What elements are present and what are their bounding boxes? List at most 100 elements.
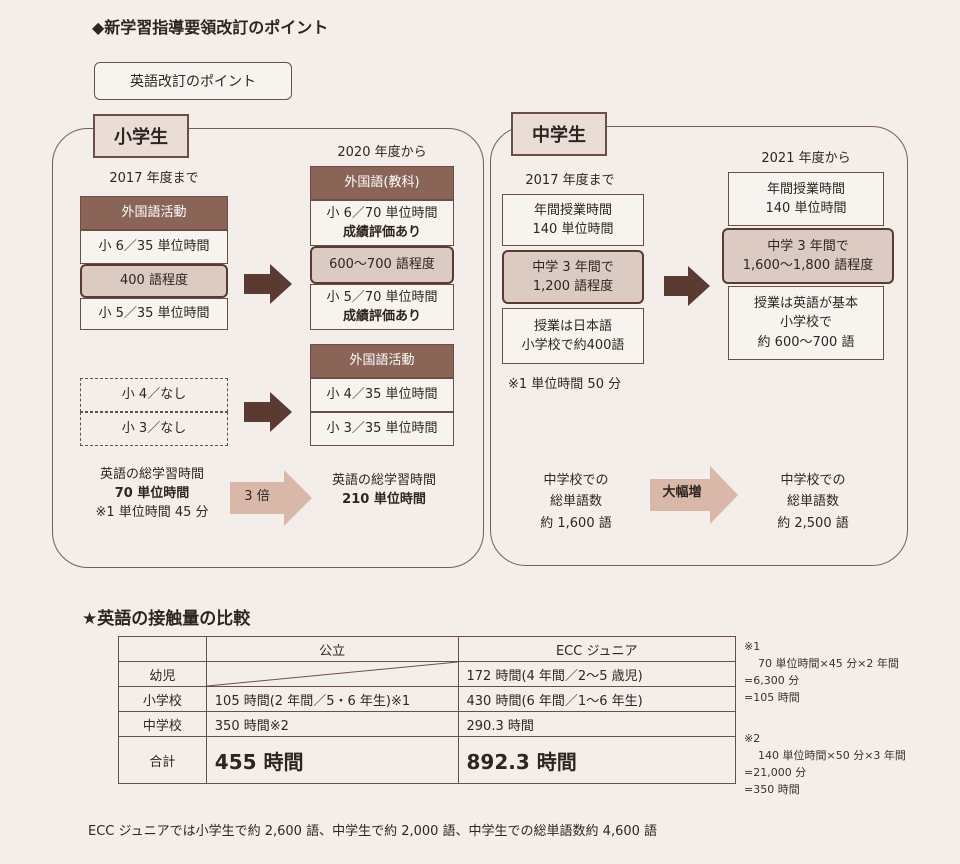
junior-left-words: 中学 3 年間で 1,200 語程度	[502, 250, 644, 304]
total-public-value: 455 時間	[214, 749, 304, 774]
elementary-total-after-hours: 210 単位時間	[342, 491, 426, 507]
junior-vocab-before-c: 約 1,600 語	[540, 515, 612, 531]
elementary-multiplier: 3 倍	[244, 489, 270, 504]
elementary-total-before-label: 英語の総学習時間	[99, 467, 204, 482]
elementary-right-grade6-hours: 小 6／70 単位時間	[326, 205, 438, 221]
junior-right-words-value: 1,600〜1,800 語程度	[742, 258, 874, 273]
note-2-hours: =350 時間	[744, 783, 800, 797]
elementary-right-grade6-eval: 成績評価あり	[342, 225, 421, 240]
elementary-right-grade6: 小 6／70 単位時間 成績評価あり	[310, 200, 454, 246]
junior-left-hours-label: 年間授業時間	[533, 202, 612, 218]
junior-right-language: 授業は英語が基本 小学校で 約 600〜700 語	[728, 286, 884, 360]
junior-vocab-after-c: 約 2,500 語	[777, 515, 849, 531]
cell-ecc: 430 時間(6 年間／1〜6 年生)	[457, 686, 737, 712]
cell-public-total: 455 時間	[205, 736, 459, 784]
arrow-right-icon	[664, 266, 710, 306]
table-header-blank	[118, 636, 207, 662]
note-1: ※1 70 単位時間×45 分×2 年間 =6,300 分 =105 時間	[744, 638, 954, 706]
table-row: 小学校 105 時間(2 年間／5・6 年生)※1 430 時間(6 年間／1〜…	[118, 686, 737, 712]
elementary-total-before-note: ※1 単位時間 45 分	[95, 504, 209, 520]
cell-public-empty	[205, 661, 459, 687]
elementary-tag: 小学生	[93, 114, 189, 158]
junior-right-hours: 年間授業時間 140 単位時間	[728, 172, 884, 226]
junior-left-hours-value: 140 単位時間	[532, 222, 614, 237]
elementary-left-words: 400 語程度	[80, 264, 228, 298]
note-2-mark: ※2	[744, 732, 761, 745]
junior-right-language-b: 小学校で	[779, 315, 832, 331]
english-points-tag: 英語改訂のポイント	[94, 62, 292, 100]
junior-from-label: 2021 年度から	[761, 151, 851, 166]
elementary-right-grade5: 小 5／70 単位時間 成績評価あり	[310, 284, 454, 330]
table-header-public: 公立	[205, 636, 459, 662]
junior-right-hours-value: 140 単位時間	[765, 201, 847, 216]
junior-left-words-label: 中学 3 年間で	[532, 259, 614, 275]
note-2: ※2 140 単位時間×50 分×3 年間 =21,000 分 =350 時間	[744, 730, 954, 798]
diagonal-line-icon	[206, 662, 458, 686]
elementary-until-label: 2017 年度まで	[109, 171, 199, 186]
arrow-right-icon	[244, 264, 292, 304]
elementary-total-before: 英語の総学習時間 70 単位時間 ※1 単位時間 45 分	[66, 466, 238, 523]
total-ecc-value: 892.3 時間	[466, 749, 577, 774]
elementary-right-grade5-hours: 小 5／70 単位時間	[326, 289, 438, 305]
elementary-left-header: 外国語活動	[80, 196, 228, 230]
elementary-left-grade5: 小 5／35 単位時間	[80, 298, 228, 330]
note-1-formula: 70 単位時間×45 分×2 年間	[758, 657, 899, 671]
elementary-from-label: 2020 年度から	[337, 145, 427, 160]
junior-left-hours: 年間授業時間 140 単位時間	[502, 194, 644, 246]
row-label-total: 合計	[118, 736, 207, 784]
junior-right-hours-label: 年間授業時間	[766, 181, 845, 197]
junior-until-label: 2017 年度まで	[525, 173, 615, 188]
junior-panel	[490, 126, 908, 566]
arrow-right-icon	[650, 466, 738, 524]
junior-vocab-after-b: 総単語数	[786, 494, 839, 510]
cell-public: 105 時間(2 年間／5・6 年生)※1	[205, 686, 459, 712]
elementary-right-grade5-eval: 成績評価あり	[342, 309, 421, 324]
junior-vocab-before-a: 中学校での	[543, 473, 609, 488]
junior-vocab-before-b: 総単語数	[549, 494, 602, 510]
table-row: 中学校 350 時間※2 290.3 時間	[118, 711, 737, 737]
arrow-right-icon	[244, 392, 292, 432]
elementary-right-words: 600〜700 語程度	[310, 246, 454, 284]
junior-right-words: 中学 3 年間で 1,600〜1,800 語程度	[722, 228, 894, 284]
junior-right-words-label: 中学 3 年間で	[767, 238, 849, 254]
table-row-total: 合計 455 時間 892.3 時間	[118, 736, 737, 784]
junior-left-language-a: 授業は日本語	[533, 318, 612, 334]
cell-ecc: 290.3 時間	[457, 711, 737, 737]
note-1-mark: ※1	[744, 640, 761, 653]
table-header-ecc: ECC ジュニア	[457, 636, 737, 662]
table-row: 幼児 172 時間(4 年間／2〜5 歳児)	[118, 661, 737, 687]
junior-vocab-before: 中学校での 総単語数 約 1,600 語	[516, 470, 636, 534]
page-title: ◆新学習指導要領改訂のポイント	[92, 18, 329, 37]
junior-tag: 中学生	[511, 112, 607, 156]
note-2-formula: 140 単位時間×50 分×3 年間	[758, 749, 906, 763]
elementary-low-right-grade3: 小 3／35 単位時間	[310, 412, 454, 446]
elementary-total-before-hours: 70 単位時間	[114, 485, 190, 501]
elementary-total-after: 英語の総学習時間 210 単位時間	[314, 472, 454, 510]
elementary-total-after-label: 英語の総学習時間	[331, 473, 436, 488]
junior-right-language-c: 約 600〜700 語	[757, 334, 855, 350]
junior-vocab-after: 中学校での 総単語数 約 2,500 語	[750, 470, 876, 534]
cell-public: 350 時間※2	[205, 711, 459, 737]
footer-text: ECC ジュニアでは小学生で約 2,600 語、中学生で約 2,000 語、中学…	[88, 824, 658, 839]
elementary-left-grade6: 小 6／35 単位時間	[80, 230, 228, 264]
cell-ecc-total: 892.3 時間	[457, 736, 737, 784]
comparison-heading: ★英語の接触量の比較	[82, 609, 251, 629]
row-label: 幼児	[118, 661, 207, 687]
note-1-minutes: =6,300 分	[744, 674, 800, 688]
junior-right-language-a: 授業は英語が基本	[753, 295, 858, 311]
row-label: 中学校	[118, 711, 207, 737]
arrow-right-icon	[230, 470, 312, 526]
junior-left-note: ※1 単位時間 50 分	[508, 377, 622, 392]
note-1-hours: =105 時間	[744, 691, 800, 705]
elementary-low-left-grade3: 小 3／なし	[80, 412, 228, 446]
junior-left-words-value: 1,200 語程度	[532, 279, 614, 294]
comparison-table: 公立 ECC ジュニア 幼児 172 時間(4 年間／2〜5 歳児) 小学校 1…	[118, 636, 737, 784]
elementary-right-header: 外国語(教科)	[310, 166, 454, 200]
elementary-low-right-header: 外国語活動	[310, 344, 454, 378]
elementary-panel	[52, 128, 484, 568]
note-2-minutes: =21,000 分	[744, 766, 807, 780]
junior-left-language: 授業は日本語 小学校で約400語	[502, 308, 644, 364]
junior-left-language-b: 小学校で約400語	[521, 338, 625, 353]
elementary-low-right-grade4: 小 4／35 単位時間	[310, 378, 454, 412]
row-label: 小学校	[118, 686, 207, 712]
